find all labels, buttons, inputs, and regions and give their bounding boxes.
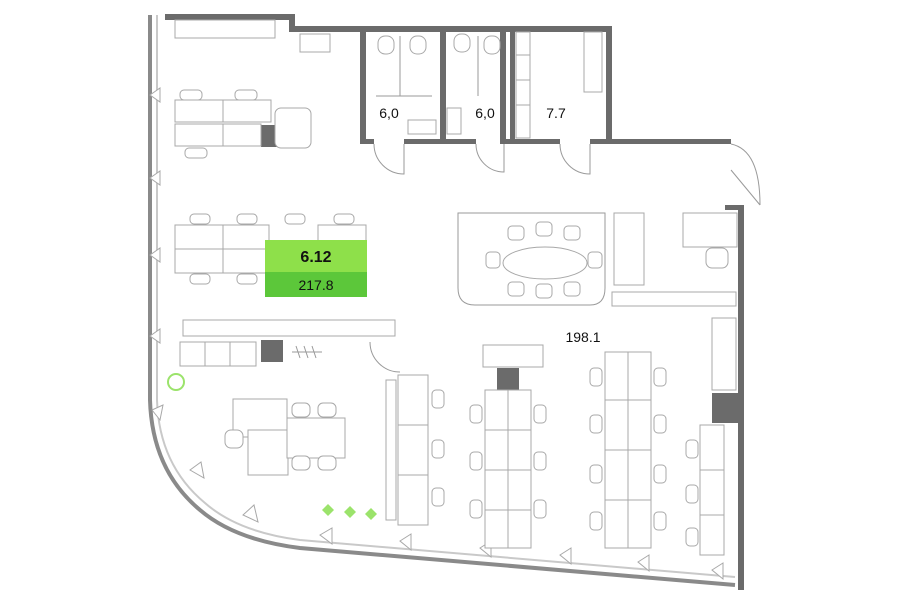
reception — [611, 212, 738, 391]
unit-badge-top — [265, 240, 367, 272]
meeting-room — [457, 212, 606, 306]
desk-row-4 — [685, 424, 725, 556]
room-label-storage: 7.7 — [546, 105, 566, 121]
plant-icon — [167, 373, 185, 391]
lounge-area — [167, 319, 396, 520]
desk-row-3 — [589, 351, 667, 549]
room-label-wc1: 6,0 — [379, 105, 399, 121]
room-label-open-office: 198.1 — [565, 329, 600, 345]
unit-badge-bottom — [265, 272, 367, 297]
desk-row-1 — [385, 374, 445, 526]
facade — [148, 15, 736, 587]
desk-row-2 — [469, 344, 547, 549]
unit-badge[interactable]: 6.12 217.8 — [265, 240, 367, 297]
unit-id: 6.12 — [300, 249, 331, 266]
room-labels: 6,0 6,0 7.7 198.1 — [379, 105, 600, 345]
desks-top-left — [174, 19, 331, 159]
storage-shelves — [515, 31, 603, 139]
doors — [369, 143, 761, 373]
room-label-wc2: 6,0 — [475, 105, 495, 121]
wc-fixtures — [376, 33, 501, 135]
unit-area: 217.8 — [298, 277, 333, 293]
